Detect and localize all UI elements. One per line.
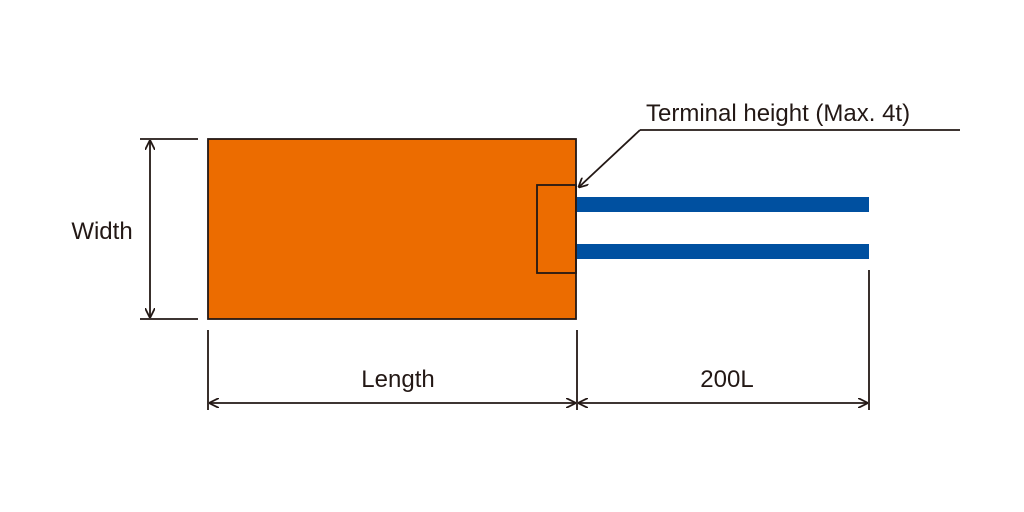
lead-wire-upper (577, 197, 869, 212)
width-label: Width (71, 218, 132, 245)
lead-wire-lower (577, 244, 869, 259)
terminal-block (536, 184, 577, 274)
terminal-height-label: Terminal height (Max. 4t) (646, 100, 910, 127)
lead-length-dimension (579, 270, 870, 410)
terminal-leader (579, 129, 960, 187)
heater-body (207, 138, 577, 320)
length-dimension (207, 330, 578, 410)
length-label: Length (361, 366, 434, 393)
width-dimension (140, 138, 198, 320)
lead-length-label: 200L (700, 366, 753, 393)
